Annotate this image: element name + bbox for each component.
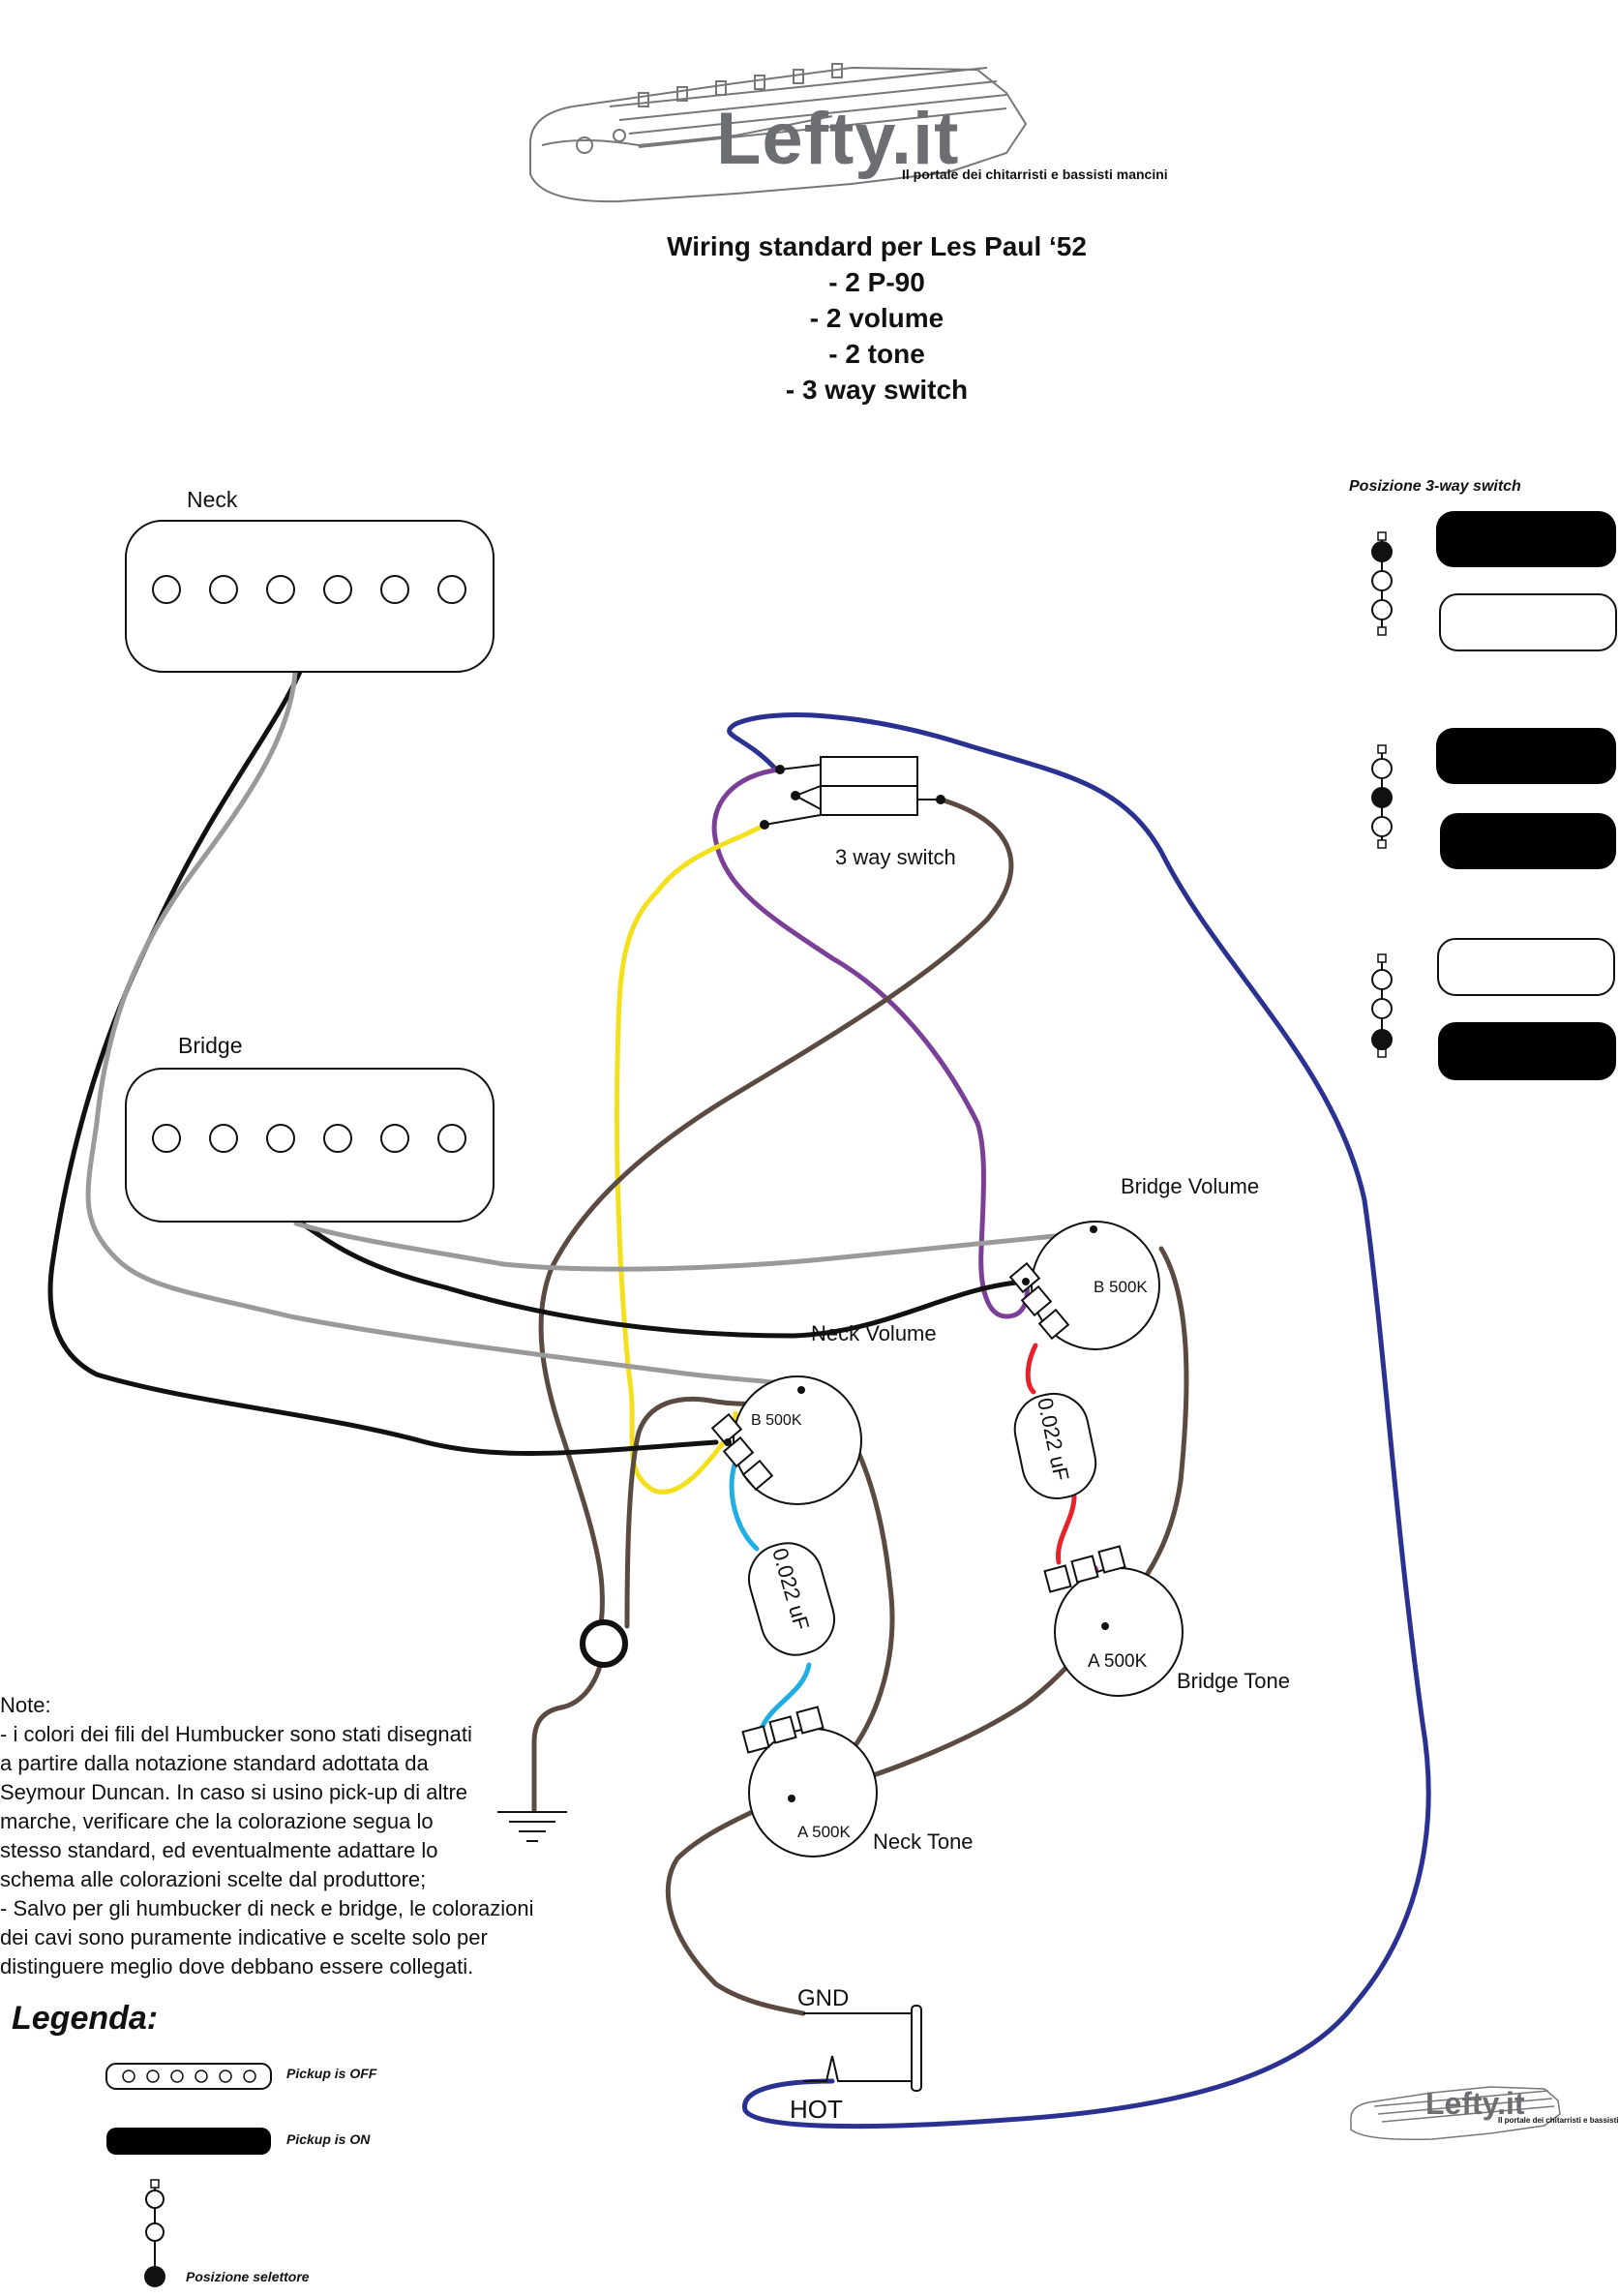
note-line: a partire dalla notazione standard adott… [0,1751,429,1775]
jack-gnd-label: GND [797,1985,849,2011]
brown-neckvol-wire [624,1394,895,2016]
logo: Lefty.it Il portale dei chitarristi e ba… [523,58,1200,203]
note-line: stesso standard, ed eventualmente adatta… [0,1838,438,1862]
bridge-volume-label: Bridge Volume [1121,1174,1259,1198]
neck-capacitor [748,1542,835,1656]
neck-tone-value: A 500K [797,1823,851,1841]
bridge-pickup-label: Bridge [178,1033,242,1058]
neck-cap-cyan-bottom-wire [758,1662,812,1734]
three-way-switch-label: 3 way switch [835,845,956,869]
note-line: Note: [0,1693,51,1717]
note-line: dei cavi sono puramente indicative e sce… [0,1925,488,1949]
switch-position-3 [1371,938,1616,1080]
bridge-volume-pot [1008,1221,1160,1350]
neck-pickup [125,520,495,673]
legend-title: Legenda: [12,2000,159,2037]
title-line: Wiring standard per Les Paul ‘52 [667,231,1087,261]
navy-hot-wire [727,712,1431,2130]
bridge-tone-pot [1043,1545,1184,1697]
output-jack [803,2005,922,2092]
neck-cap-cyan-top-wire [729,1459,760,1552]
switch-positions-title: Posizione 3-way switch [1349,478,1521,495]
note-line: distinguere meglio dove debbano essere c… [0,1954,474,1979]
neck-tone-pot [741,1706,878,1858]
switch-position-2 [1371,728,1616,869]
neck-pickup-label: Neck [187,487,238,512]
note-line: Seymour Duncan. In caso si usino pick-up… [0,1780,468,1804]
note-line: - i colori dei fili del Humbucker sono s… [0,1722,472,1746]
legend-pickup-on-label: Pickup is ON [286,2131,371,2147]
footer-logo-headstock-icon [1350,2086,1561,2141]
bridge-pickup [125,1068,495,1223]
legend-pickup-on-icon [106,2128,271,2155]
bridge-capacitor [1013,1392,1097,1499]
bridge-cap-red-bottom-wire [1056,1494,1077,1565]
legend-selector-label: Posizione selettore [186,2269,310,2284]
jack-hot-label: HOT [790,2095,843,2124]
neck-volume-label: Neck Volume [811,1321,937,1345]
neck-volume-pot [710,1375,862,1505]
brown-ground-wire [531,1643,607,1813]
purple-wire [711,767,1030,1319]
page-title: Wiring standard per Les Paul ‘52 - 2 P-9… [519,228,1235,408]
gray-bridge-wire [293,1221,1096,1272]
black-bridge-wire [299,1221,1029,1339]
neck-tone-label: Neck Tone [873,1829,974,1854]
legend-pickup-off-icon [105,2063,272,2090]
black-neck-wire [47,669,719,1457]
note-line: - Salvo per gli humbucker di neck e brid… [0,1896,534,1920]
bridge-tone-label: Bridge Tone [1177,1669,1290,1693]
title-line: - 2 volume [809,303,944,333]
gray-neck-wire [85,669,796,1389]
notes: Note: - i colori dei fili del Humbucker … [0,1691,581,1981]
logo-tagline: Il portale dei chitarristi e bassisti ma… [902,166,1168,182]
ground-lug [580,1619,628,1668]
bridge-tone-value: A 500K [1088,1651,1148,1672]
footer-logo-name: Lefty.it [1425,2086,1525,2121]
three-way-switch [760,756,945,830]
bridge-volume-value: B 500K [1094,1278,1148,1296]
yellow-wire [615,822,767,1495]
legend-pickup-off-label: Pickup is OFF [286,2066,377,2081]
logo-headstock-icon [529,63,1028,203]
brown-switch-wire [538,797,1014,1648]
footer-logo-tagline: Il portale dei chitarristi e bassisti ma… [1498,2116,1619,2125]
title-line: - 3 way switch [785,375,969,405]
logo-name: Lefty.it [716,98,960,180]
title-line: - 2 P-90 [828,267,925,297]
title-line: - 2 tone [828,339,925,369]
switch-position-1 [1371,511,1617,651]
note-line: schema alle colorazioni scelte dal produ… [0,1867,427,1891]
note-line: marche, verificare che la colorazione se… [0,1809,434,1833]
bridge-cap-red-top-wire [1025,1343,1038,1395]
legend-selector-icon [144,2179,165,2287]
ground-symbol-icon [497,1811,567,1842]
neck-volume-value: B 500K [751,1412,802,1429]
